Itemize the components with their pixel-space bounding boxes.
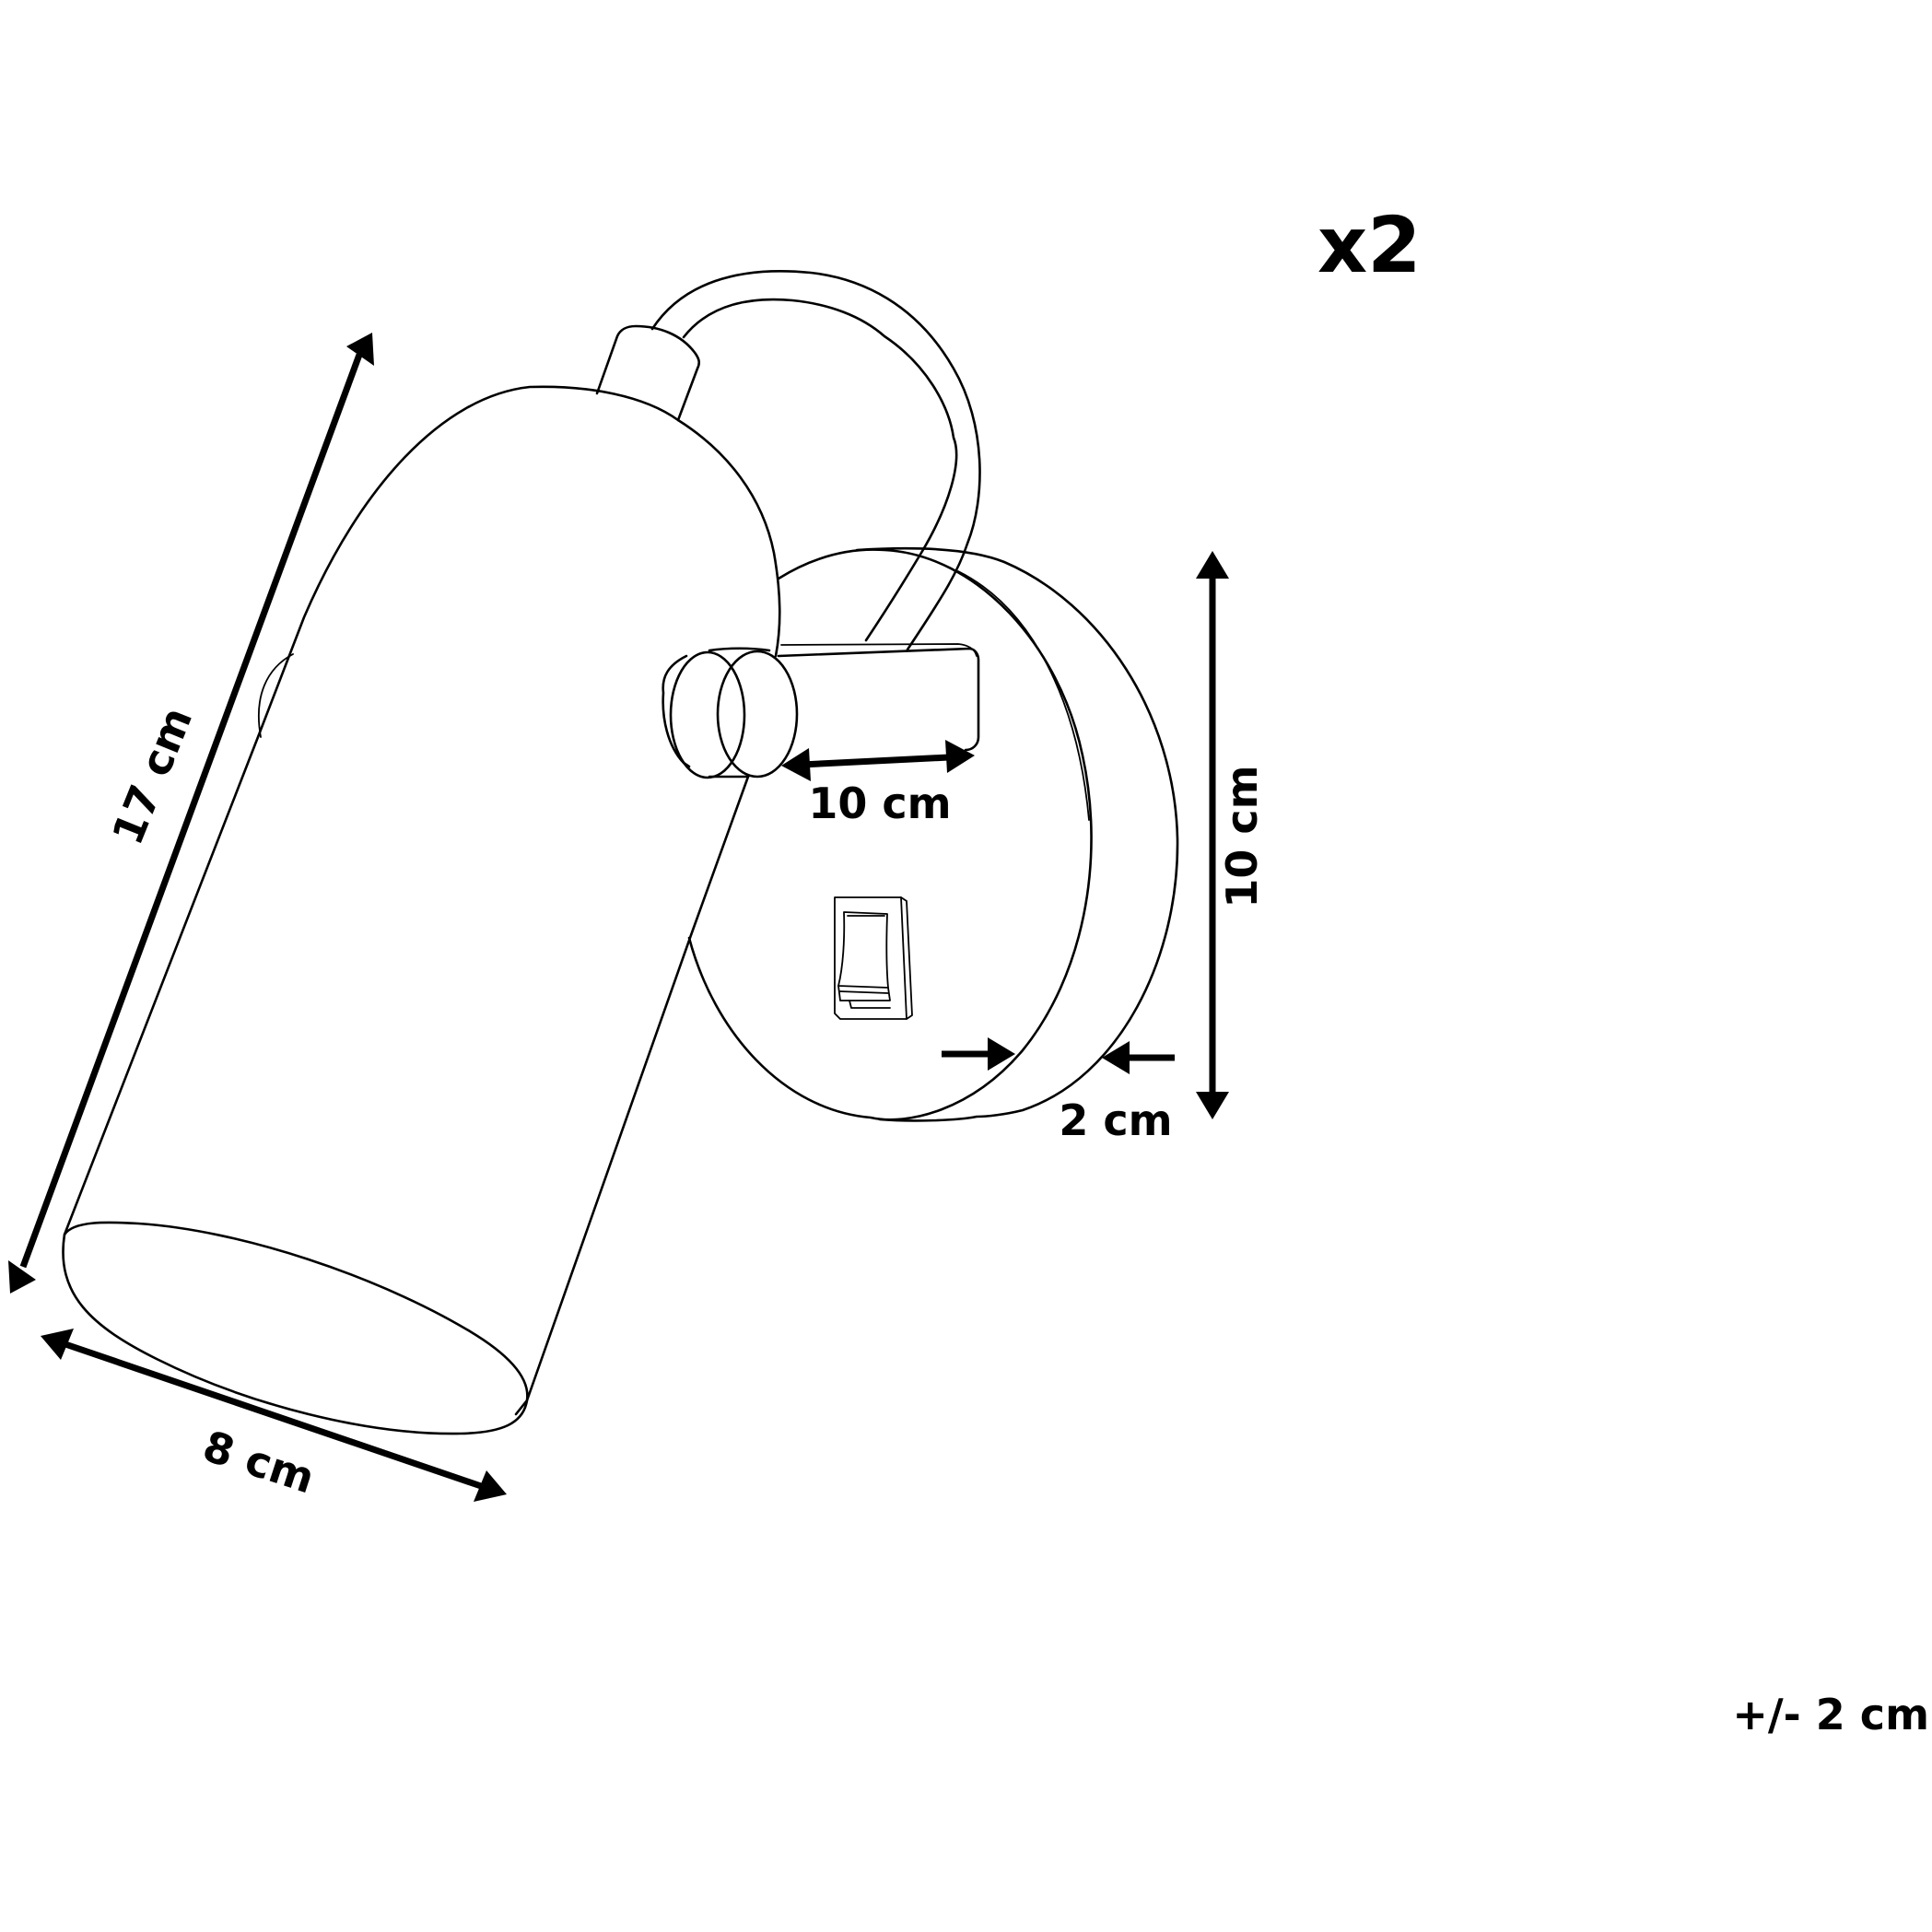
knob-outer-cap <box>662 654 691 768</box>
swivel-joint-body <box>777 647 980 752</box>
dimension-base-depth <box>942 1037 1175 1074</box>
dimension-shade-length <box>8 333 374 1294</box>
rocker-switch-icon <box>834 896 913 1020</box>
base-depth-label: 2 cm <box>1059 1095 1172 1145</box>
tolerance-label: +/- 2 cm <box>1732 1690 1929 1739</box>
support-arm-outer <box>650 269 981 651</box>
quantity-label: x2 <box>1317 200 1422 290</box>
dimension-shade-diameter <box>41 1329 507 1502</box>
arm-length-label: 10 cm <box>808 779 951 828</box>
knob-middle-ring <box>669 650 746 779</box>
base-plate-back-rim <box>855 546 1179 1122</box>
shade-body <box>63 385 781 1416</box>
swivel-joint-top-edge <box>780 643 978 657</box>
arm-collar <box>595 324 701 422</box>
support-arm-inner <box>682 298 958 642</box>
shade-opening <box>62 1221 529 1435</box>
knob-cylinder-top <box>708 647 771 652</box>
base-plate-front-face <box>687 548 1093 1121</box>
dimension-arm-length <box>781 740 975 781</box>
dimension-base-diameter <box>1196 551 1229 1119</box>
base-diameter-label: 10 cm <box>1217 765 1267 907</box>
shade-rear-bump <box>257 653 294 738</box>
base-plate-rim-edge <box>957 570 1090 821</box>
wall-spotlight-drawing <box>62 269 1179 1435</box>
shade-diameter-label: 8 cm <box>197 1421 321 1503</box>
knob-front-face <box>716 650 799 779</box>
